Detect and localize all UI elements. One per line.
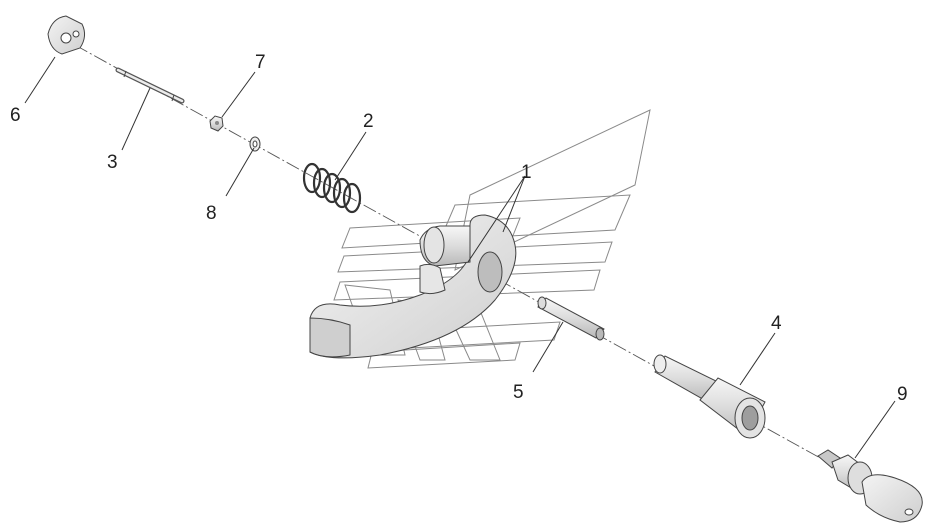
bracket-icon [47,15,86,55]
callout-5: 5 [513,382,524,403]
key-lock-icon [817,449,923,523]
callout-7: 7 [255,52,266,73]
spring-icon [302,162,362,214]
leader-9 [854,400,896,459]
lever-arm-icon [309,214,517,359]
callout-2: 2 [363,111,374,132]
washer-icon [249,136,261,152]
leader-7 [221,71,256,118]
leader-4 [739,332,776,386]
pin-icon [115,67,185,104]
callout-1: 1 [521,162,532,183]
leader-8 [225,147,255,197]
leader-2 [334,131,367,181]
leader-1a [467,175,526,263]
leader-lines [24,56,896,459]
callout-9: 9 [897,384,908,405]
callout-6: 6 [10,105,21,126]
callout-8: 8 [206,203,217,224]
axle-icon [537,296,605,341]
leader-3 [121,87,151,151]
bushing-icon [653,354,766,439]
nut-icon [209,115,224,132]
leader-5 [532,321,564,373]
callout-4: 4 [771,313,782,334]
leader-6 [24,56,56,104]
callout-3: 3 [107,152,118,173]
leader-1b [502,175,526,233]
